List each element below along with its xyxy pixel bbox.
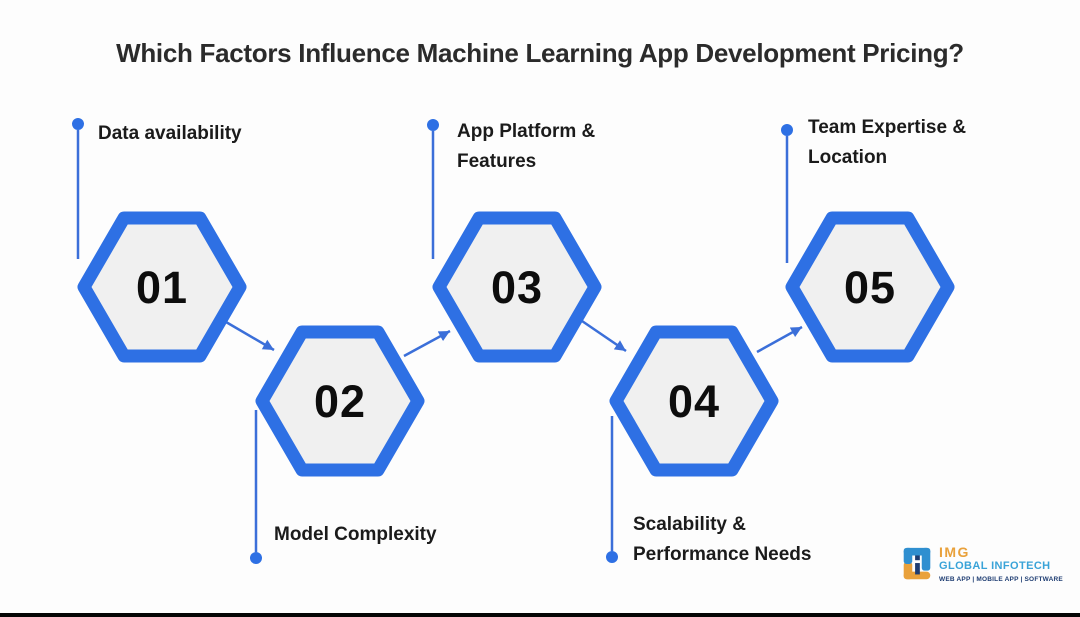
- arrow-3-to-4-icon: [581, 319, 627, 353]
- hexagon-number-2: 02: [314, 376, 366, 427]
- hexagon-number-4: 04: [668, 376, 720, 427]
- dot-factor-2-icon: [250, 552, 262, 564]
- factor-label-5-line-2: Location: [808, 147, 888, 168]
- hexagon-step-1: 01: [77, 211, 247, 363]
- hexagon-number-3: 03: [491, 262, 543, 313]
- factor-label-3-line-2: Features: [457, 151, 537, 172]
- factor-label-1: Data availability: [98, 119, 242, 149]
- page-title: Which Factors Influence Machine Learning…: [116, 38, 964, 68]
- factor-label-5: Team Expertise & Location: [808, 113, 966, 173]
- connector-factor-2: [250, 410, 262, 564]
- company-logo: IMG GLOBAL INFOTECH WEB APP | MOBILE APP…: [900, 545, 1063, 584]
- dot-factor-5-icon: [781, 124, 793, 136]
- factor-label-3-line-1: App Platform &: [457, 121, 596, 142]
- connector-factor-1: [72, 118, 84, 259]
- arrow-1-to-2-icon: [225, 320, 275, 352]
- hexagon-number-5: 05: [844, 262, 896, 313]
- factor-label-3: App Platform & Features: [457, 117, 595, 177]
- logo-tagline: WEB APP | MOBILE APP | SOFTWARE: [939, 576, 1063, 583]
- arrow-2-to-3-icon: [403, 329, 451, 358]
- factor-label-1-line-1: Data availability: [98, 123, 242, 144]
- dot-factor-3-icon: [427, 119, 439, 131]
- connector-factor-5: [781, 124, 793, 263]
- factor-label-4-line-2: Performance Needs: [633, 544, 812, 565]
- logo-name: IMG: [939, 544, 970, 560]
- hexagon-step-4: 04: [609, 325, 779, 477]
- bottom-border-rule: [0, 613, 1080, 617]
- dot-factor-1-icon: [72, 118, 84, 130]
- connector-factor-4: [606, 416, 618, 563]
- factor-label-2: Model Complexity: [274, 520, 437, 550]
- factor-label-4-line-1: Scalability &: [633, 514, 746, 535]
- connector-factor-3: [427, 119, 439, 259]
- arrow-4-to-5-icon: [756, 325, 803, 354]
- logo-subtitle: GLOBAL INFOTECH: [939, 560, 1051, 572]
- hexagon-number-1: 01: [136, 262, 188, 313]
- hexagon-step-3: 03: [432, 211, 602, 363]
- factor-label-2-line-1: Model Complexity: [274, 524, 437, 545]
- dot-factor-4-icon: [606, 551, 618, 563]
- hexagon-step-2: 02: [255, 325, 425, 477]
- hexagon-step-5: 05: [785, 211, 955, 363]
- factor-label-4: Scalability & Performance Needs: [633, 510, 811, 570]
- factor-label-5-line-1: Team Expertise &: [808, 117, 967, 138]
- company-logo-icon: [903, 547, 931, 580]
